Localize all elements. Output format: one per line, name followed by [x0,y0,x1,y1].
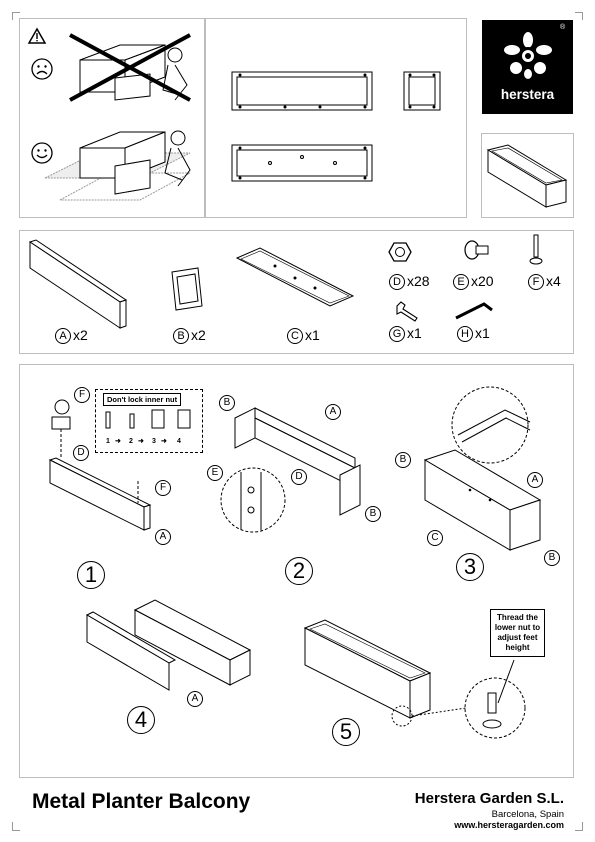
correct-assembly-illustration [44,130,191,201]
assembled-planter-illustration [486,144,568,208]
inner-nut-note-title: Don't lock inner nut [103,393,182,406]
step-4-illustration [85,599,252,691]
sequence-arrow-3: ➜ [161,438,167,445]
panel-overview-panel [205,18,467,218]
part-a-illustration [28,239,128,329]
warning-triangle-icon [27,27,47,44]
step-4-callout-a: A [187,691,203,707]
part-b-illustration [171,267,203,311]
sad-face-icon [31,58,53,80]
wrong-assembly-illustration [69,33,191,102]
happy-face-icon [31,142,53,164]
step-1-illustration [48,399,152,531]
step-3-callout-b: B [395,452,411,468]
step-1-callout-f: F [155,480,171,496]
step-3-callout-c: C [427,530,443,546]
bolt-icon [464,240,489,260]
hex-key-icon [455,302,493,320]
sequence-step-1: 1 [106,438,110,445]
step-3-illustration [423,386,542,551]
step-2-callout-b: B [219,395,235,411]
step-2-callout-e: E [207,465,223,481]
step-2-number: 2 [285,557,313,585]
step-3-callout-b-right: B [544,550,560,566]
step-2-callout-d: D [291,469,307,485]
warning-panel [19,18,205,218]
end-panel-front-view [403,71,441,111]
company-website-link[interactable]: www.hersteragarden.com [454,820,564,830]
foot-bolt-icon [529,234,543,265]
wrench-icon [396,301,418,322]
parts-list-panel [19,230,574,354]
step-5-illustration [303,619,526,739]
sequence-step-4: 4 [177,438,181,445]
feet-height-note: Thread the lower nut to adjust feet heig… [490,609,545,657]
sequence-step-3: 3 [152,438,156,445]
sequence-step-2: 2 [129,438,133,445]
step-3-number: 3 [456,553,484,581]
part-c-illustration [235,247,355,307]
sequence-arrow-2: ➜ [138,438,144,445]
step-2-illustration [220,407,361,533]
nut-sequence-illustration [105,409,191,429]
brand-name: herstera [500,87,555,102]
herstera-logo: herstera ® [482,20,573,114]
step-1-callout-a: A [155,529,171,545]
step-1-callout-d: D [73,445,89,461]
step-2-callout-a: A [325,404,341,420]
product-title: Metal Planter Balcony [32,790,251,813]
flower-logo-icon [504,32,552,79]
nut-icon [388,242,412,262]
step-2-callout-b-right: B [365,506,381,522]
step-1-number: 1 [77,561,105,589]
step-1-callout-f-top: F [74,387,90,403]
sequence-arrow-1: ➜ [115,438,121,445]
side-panel-front-view [231,71,373,111]
base-panel-top-view [231,144,373,182]
registered-mark: ® [560,24,566,31]
assembled-preview-panel [481,133,574,218]
step-3-callout-a: A [527,472,543,488]
assembly-steps-panel [19,364,574,778]
step-4-number: 4 [127,706,155,734]
company-location: Barcelona, Spain [491,809,564,820]
company-name: Herstera Garden S.L. [414,790,564,807]
step-5-number: 5 [332,718,360,746]
